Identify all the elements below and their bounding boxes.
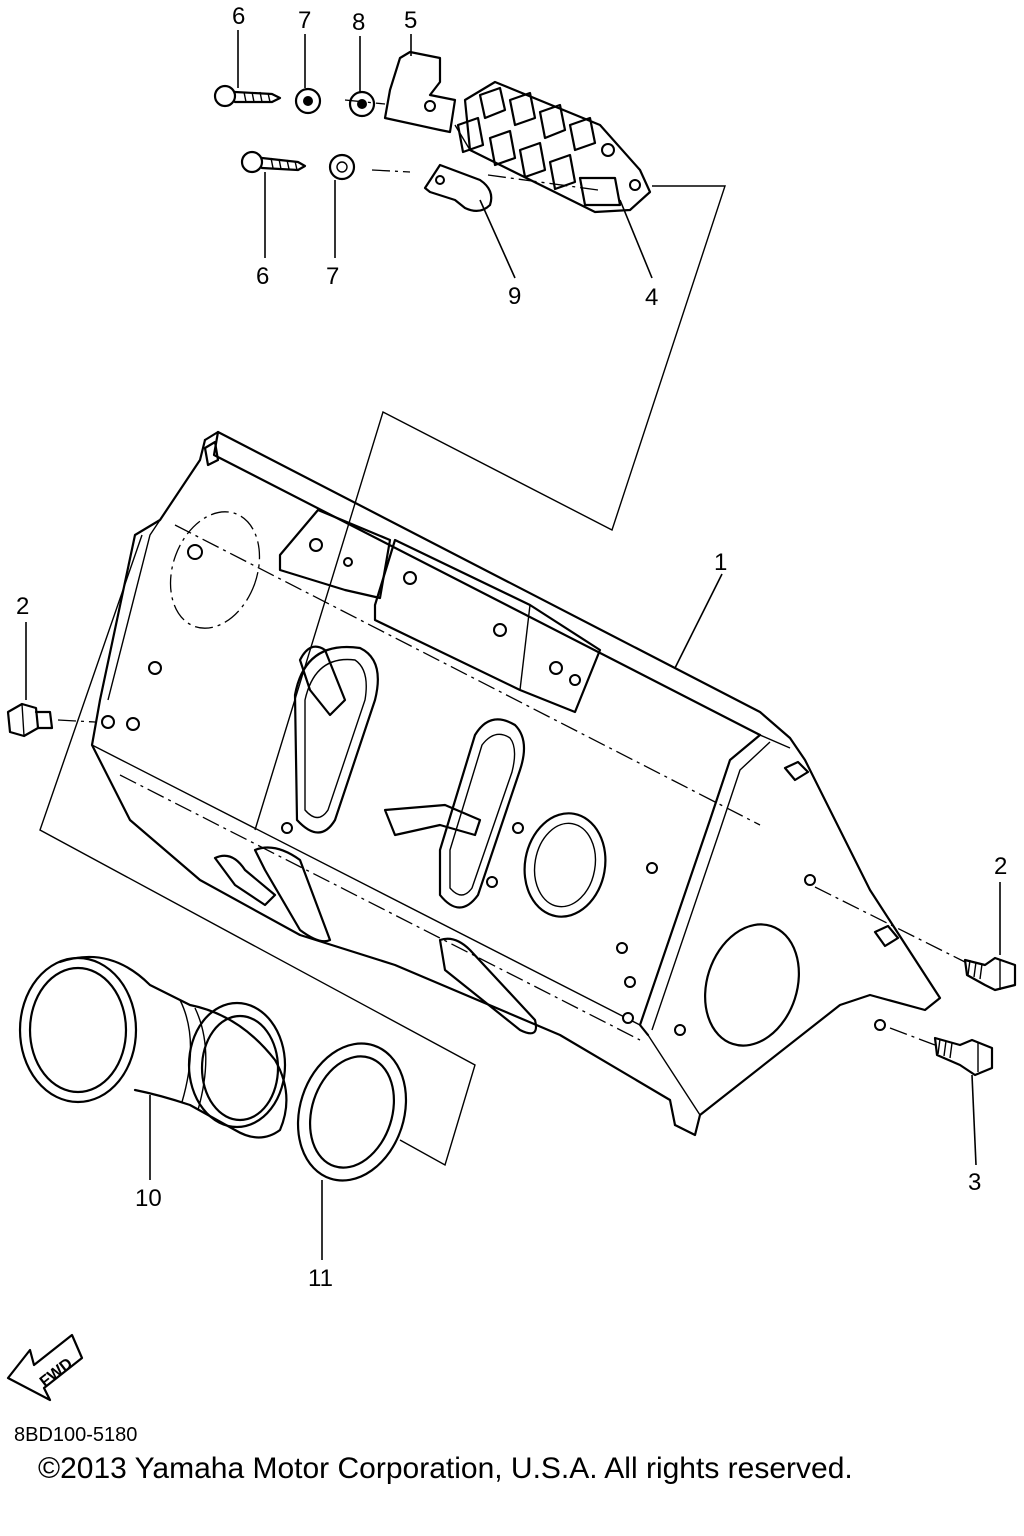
part-6-screw-top [213,84,282,108]
callout-5: 5 [404,7,417,34]
callout-6-top: 6 [232,3,245,30]
callout-11: 11 [308,1265,333,1292]
callout-labels: 1 2 2 3 4 5 6 6 7 7 8 9 10 11 [16,3,1007,1292]
callout-2-right: 2 [994,853,1007,880]
callout-4: 4 [645,284,658,311]
callout-1: 1 [714,549,727,576]
callout-8: 8 [352,9,365,36]
fwd-direction-arrow: FWD [6,1333,84,1402]
callout-10: 10 [135,1185,162,1212]
callout-3: 3 [968,1169,981,1196]
callout-6-bottom: 6 [256,263,269,290]
part-1-mounting-bracket [90,430,942,1137]
callout-9: 9 [508,283,521,310]
callout-7-bottom: 7 [326,263,339,290]
part-10-intake-joint [18,955,288,1139]
part-2-bolt-left [6,702,54,738]
part-2-bolt-right [963,956,1017,992]
fwd-label: FWD [37,1355,76,1391]
part-8-nut [348,90,376,118]
part-7-washer-top [294,87,322,115]
part-7-washer-bottom [328,153,356,181]
part-5-bracket-plate [383,50,457,134]
part-11-gasket-ring [296,1042,408,1182]
document-code: 8BD100-5180 [14,1424,138,1446]
part-4-connector-block [454,80,652,214]
callout-2-left: 2 [16,593,29,620]
copyright-notice: ©2013 Yamaha Motor Corporation, U.S.A. A… [38,1452,853,1485]
leader-lines [25,30,1001,1260]
callout-7-top: 7 [298,7,311,34]
part-6-screw-bottom [240,150,307,174]
part-9-clamp [423,163,493,212]
part-3-bolt [933,1036,994,1077]
